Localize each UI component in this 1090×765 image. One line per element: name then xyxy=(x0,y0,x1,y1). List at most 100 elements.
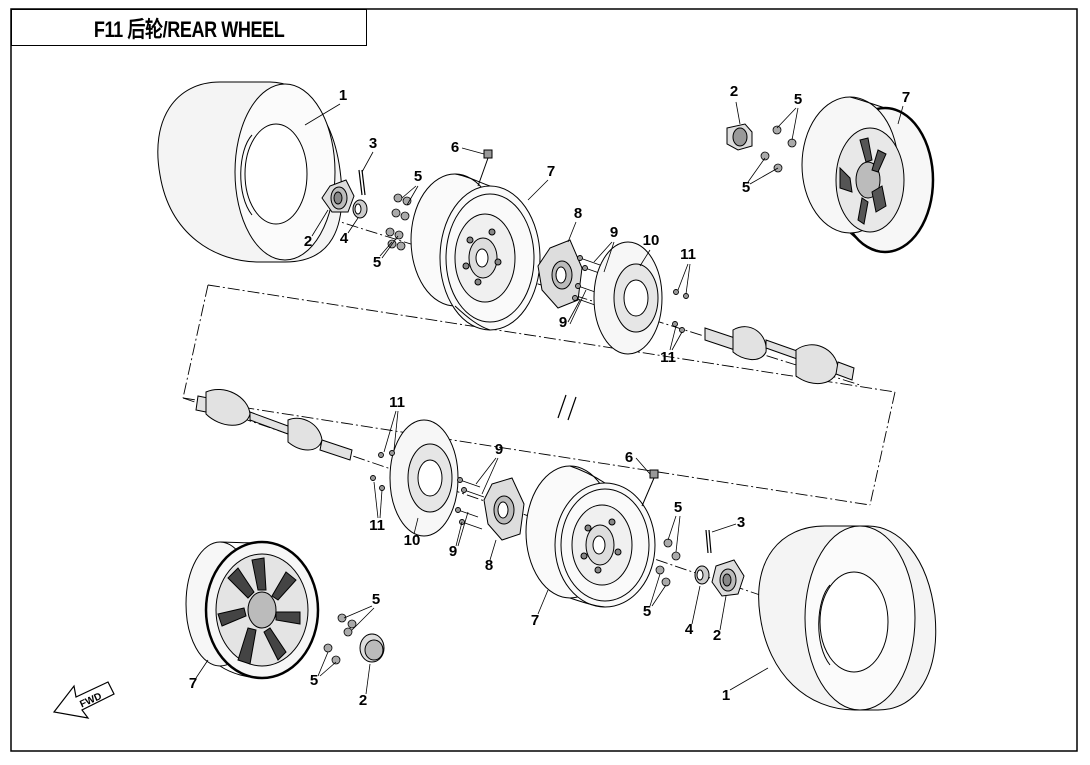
callout-5: 5 xyxy=(373,254,381,271)
hub-cap-upper-left xyxy=(321,179,355,213)
castle-nut-upper xyxy=(352,199,368,219)
center-cap-upper-right xyxy=(726,123,753,151)
leader-line-11 xyxy=(379,489,383,519)
leader-line-11 xyxy=(685,263,691,295)
leader-line-9 xyxy=(475,457,497,485)
leader-line-11 xyxy=(393,410,399,451)
alloy-wheel-upper-right xyxy=(801,96,935,254)
callout-10: 10 xyxy=(404,532,421,549)
disc-bolts-upper xyxy=(672,289,689,333)
half-shaft-lower xyxy=(195,388,353,461)
leader-line-5 xyxy=(406,185,419,206)
leader-line-4 xyxy=(347,217,359,234)
leader-line-7 xyxy=(527,179,549,201)
leader-line-11 xyxy=(669,325,677,351)
callout-5: 5 xyxy=(794,91,802,108)
leader-line-8 xyxy=(489,539,497,561)
lug-nuts-lower-left xyxy=(323,613,357,665)
center-cap-lower-left xyxy=(359,633,385,663)
callout-8: 8 xyxy=(485,557,493,574)
leader-line-7 xyxy=(195,659,209,679)
leader-line-9 xyxy=(481,457,499,495)
leader-line-8 xyxy=(567,221,577,243)
leader-line-10 xyxy=(413,517,419,535)
leader-line-11 xyxy=(677,263,689,291)
leader-line-10 xyxy=(639,249,651,267)
cotter-pin-lower xyxy=(705,529,712,554)
callout-11: 11 xyxy=(389,394,405,411)
leader-line-2 xyxy=(311,209,329,237)
callout-5: 5 xyxy=(742,179,750,196)
callout-2: 2 xyxy=(304,233,312,250)
disc-bolts-lower xyxy=(370,450,395,491)
callout-2: 2 xyxy=(713,627,721,644)
leader-line-6 xyxy=(461,147,485,155)
leader-line-3 xyxy=(711,523,737,533)
callout-2: 2 xyxy=(730,83,738,100)
callout-8: 8 xyxy=(574,205,582,222)
drawing-frame xyxy=(10,8,1078,752)
lug-nuts-lower-right xyxy=(655,538,681,587)
title-box: F11 后轮/REAR WHEEL xyxy=(11,9,367,46)
callout-1: 1 xyxy=(339,87,347,104)
tire-upper xyxy=(157,81,343,263)
leader-line-5 xyxy=(747,157,766,183)
leader-line-1 xyxy=(304,103,341,126)
leader-line-5 xyxy=(649,573,661,607)
callout-9: 9 xyxy=(449,543,457,560)
callout-10: 10 xyxy=(643,232,660,249)
leader-line-1 xyxy=(729,667,769,691)
wheel-hub-upper xyxy=(537,239,583,309)
page-title: F11 后轮/REAR WHEEL xyxy=(93,16,285,42)
break-mark xyxy=(557,394,577,421)
alloy-wheel-lower-left xyxy=(185,540,320,680)
callout-11: 11 xyxy=(660,349,676,366)
half-shaft-upper xyxy=(704,326,855,384)
leader-line-9 xyxy=(569,289,587,325)
leader-line-5 xyxy=(667,515,677,541)
callout-11: 11 xyxy=(369,517,385,534)
leader-line-5 xyxy=(749,167,779,185)
callout-7: 7 xyxy=(547,163,555,180)
callout-4: 4 xyxy=(685,621,694,638)
castle-nut-lower xyxy=(694,565,710,585)
leader-line-2 xyxy=(365,663,371,695)
callout-1: 1 xyxy=(722,687,730,704)
leader-line-7 xyxy=(897,105,904,125)
leader-line-2 xyxy=(735,101,741,125)
callout-11: 11 xyxy=(680,246,696,263)
leader-line-5 xyxy=(317,651,329,677)
leader-lines xyxy=(195,101,904,695)
leader-line-5 xyxy=(381,235,399,259)
leader-line-5 xyxy=(319,661,337,677)
leader-line-5 xyxy=(791,107,799,141)
cotter-pin-upper xyxy=(358,169,366,196)
steel-wheel-upper xyxy=(410,173,541,331)
leader-line-5 xyxy=(351,607,375,631)
leader-line-4 xyxy=(691,585,701,625)
callout-labels: 1122223344555555556677778899991010111111… xyxy=(189,83,910,709)
callout-5: 5 xyxy=(643,603,651,620)
leader-line-5 xyxy=(675,515,681,553)
fwd-arrow: FWD xyxy=(52,681,115,719)
hub-bolts-lower xyxy=(455,477,485,530)
callout-5: 5 xyxy=(414,168,422,185)
tire-lower xyxy=(758,525,937,711)
wheel-hub-lower xyxy=(483,477,525,541)
callout-9: 9 xyxy=(495,441,503,458)
steel-wheel-lower xyxy=(525,465,656,608)
callout-5: 5 xyxy=(310,672,318,689)
brake-disc-upper xyxy=(593,241,663,355)
callout-4: 4 xyxy=(340,230,349,247)
callout-7: 7 xyxy=(189,675,197,692)
leader-line-11 xyxy=(383,410,397,453)
callout-7: 7 xyxy=(531,612,539,629)
leader-line-6 xyxy=(635,457,651,475)
callout-5: 5 xyxy=(372,591,380,608)
leader-line-9 xyxy=(593,241,613,263)
lug-nuts-upper-left xyxy=(385,193,412,251)
callout-3: 3 xyxy=(737,514,745,531)
brake-disc-lower xyxy=(389,419,459,537)
